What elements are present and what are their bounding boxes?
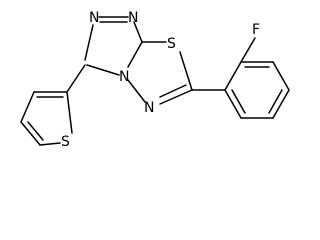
bond-c3-n4 (86, 64, 120, 76)
bond-s-c6 (179, 51, 193, 91)
atom-n-top-left: N (89, 10, 99, 26)
bond-ph-1-2 (224, 61, 242, 91)
bond-thio-s-c2 (66, 91, 73, 134)
bond-ph-6-1-inner (231, 89, 246, 114)
thiophene-ring-bonds (20, 64, 86, 146)
triazole-ring-bonds (84, 16, 143, 76)
atom-f: F (252, 22, 260, 38)
bond-c3-thio (66, 64, 86, 93)
atom-s-ring: S (167, 36, 176, 52)
bond-n-c9 (133, 21, 143, 43)
bond-n4-c9 (127, 41, 143, 68)
thiadiazole-ring-bonds (127, 41, 193, 105)
fluorophenyl-ring-bonds (191, 37, 290, 119)
bond-ph-3-4 (272, 61, 290, 91)
bond-c6-n7 (159, 89, 193, 105)
atom-n-fused: N (119, 69, 129, 85)
bond-thio-c3-c4 (20, 91, 35, 123)
bond-thio-c5-s (39, 142, 61, 146)
atom-n-bottom: N (144, 100, 154, 116)
bond-n7-n4 (127, 79, 146, 103)
bond-ph-4-5-inner (268, 89, 283, 114)
bond-ph-4-5 (272, 89, 290, 119)
atom-s-thiophene: S (61, 134, 70, 150)
bond-ph-6-1 (224, 89, 242, 119)
atom-labels: N N N N S S F (61, 10, 260, 150)
bond-thio-c4-c5-inner (27, 121, 44, 141)
bond-thio-c4-c5 (20, 121, 41, 146)
bond-c6-n7-inner (159, 84, 187, 98)
molecule-structure: N N N N S S F (20, 10, 290, 150)
bond-n-c3 (84, 24, 94, 61)
atom-n-top-right: N (128, 10, 138, 26)
bond-ph-2-f (240, 37, 256, 63)
